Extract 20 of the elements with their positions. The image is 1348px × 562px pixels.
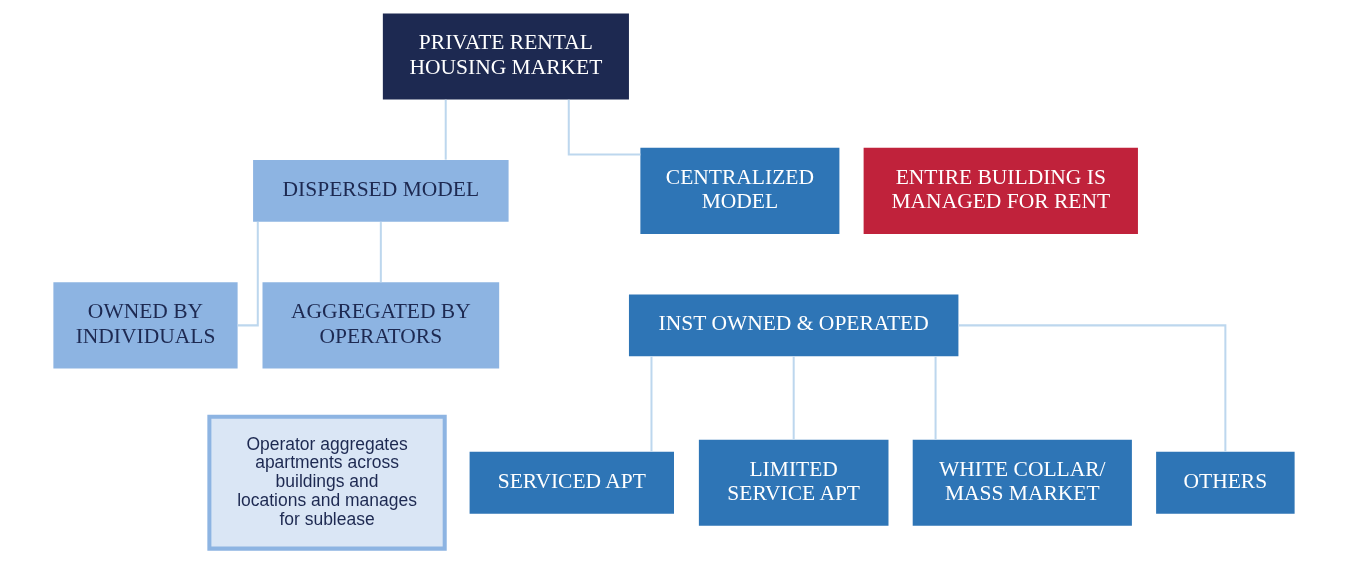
connector bbox=[237, 222, 259, 327]
node-box: SERVICED APT bbox=[469, 451, 674, 514]
connector bbox=[792, 356, 795, 440]
node-box: OWNED BY INDIVIDUALS bbox=[53, 282, 238, 369]
connector bbox=[379, 222, 382, 283]
node-box: PRIVATE RENTAL HOUSING MARKET bbox=[382, 13, 629, 100]
connector bbox=[444, 99, 447, 160]
node-box: LIMITED SERVICE APT bbox=[698, 439, 889, 526]
node-box: INST OWNED & OPERATED bbox=[628, 294, 959, 357]
node-box: WHITE COLLAR/ MASS MARKET bbox=[912, 439, 1132, 526]
node-box: AGGREGATED BY OPERATORS bbox=[262, 282, 500, 369]
node-box: Operator aggregates apartments across buildings and locations and manages for sublease bbox=[207, 414, 447, 551]
node-box: OTHERS bbox=[1156, 451, 1295, 514]
connector bbox=[934, 356, 937, 440]
node-box: DISPERSED MODEL bbox=[253, 159, 509, 222]
connector bbox=[650, 356, 653, 452]
connector bbox=[958, 324, 1227, 452]
connector bbox=[567, 99, 641, 156]
node-box: ENTIRE BUILDING IS MANAGED FOR RENT bbox=[863, 147, 1138, 234]
node-box: CENTRALIZED MODEL bbox=[640, 147, 840, 234]
